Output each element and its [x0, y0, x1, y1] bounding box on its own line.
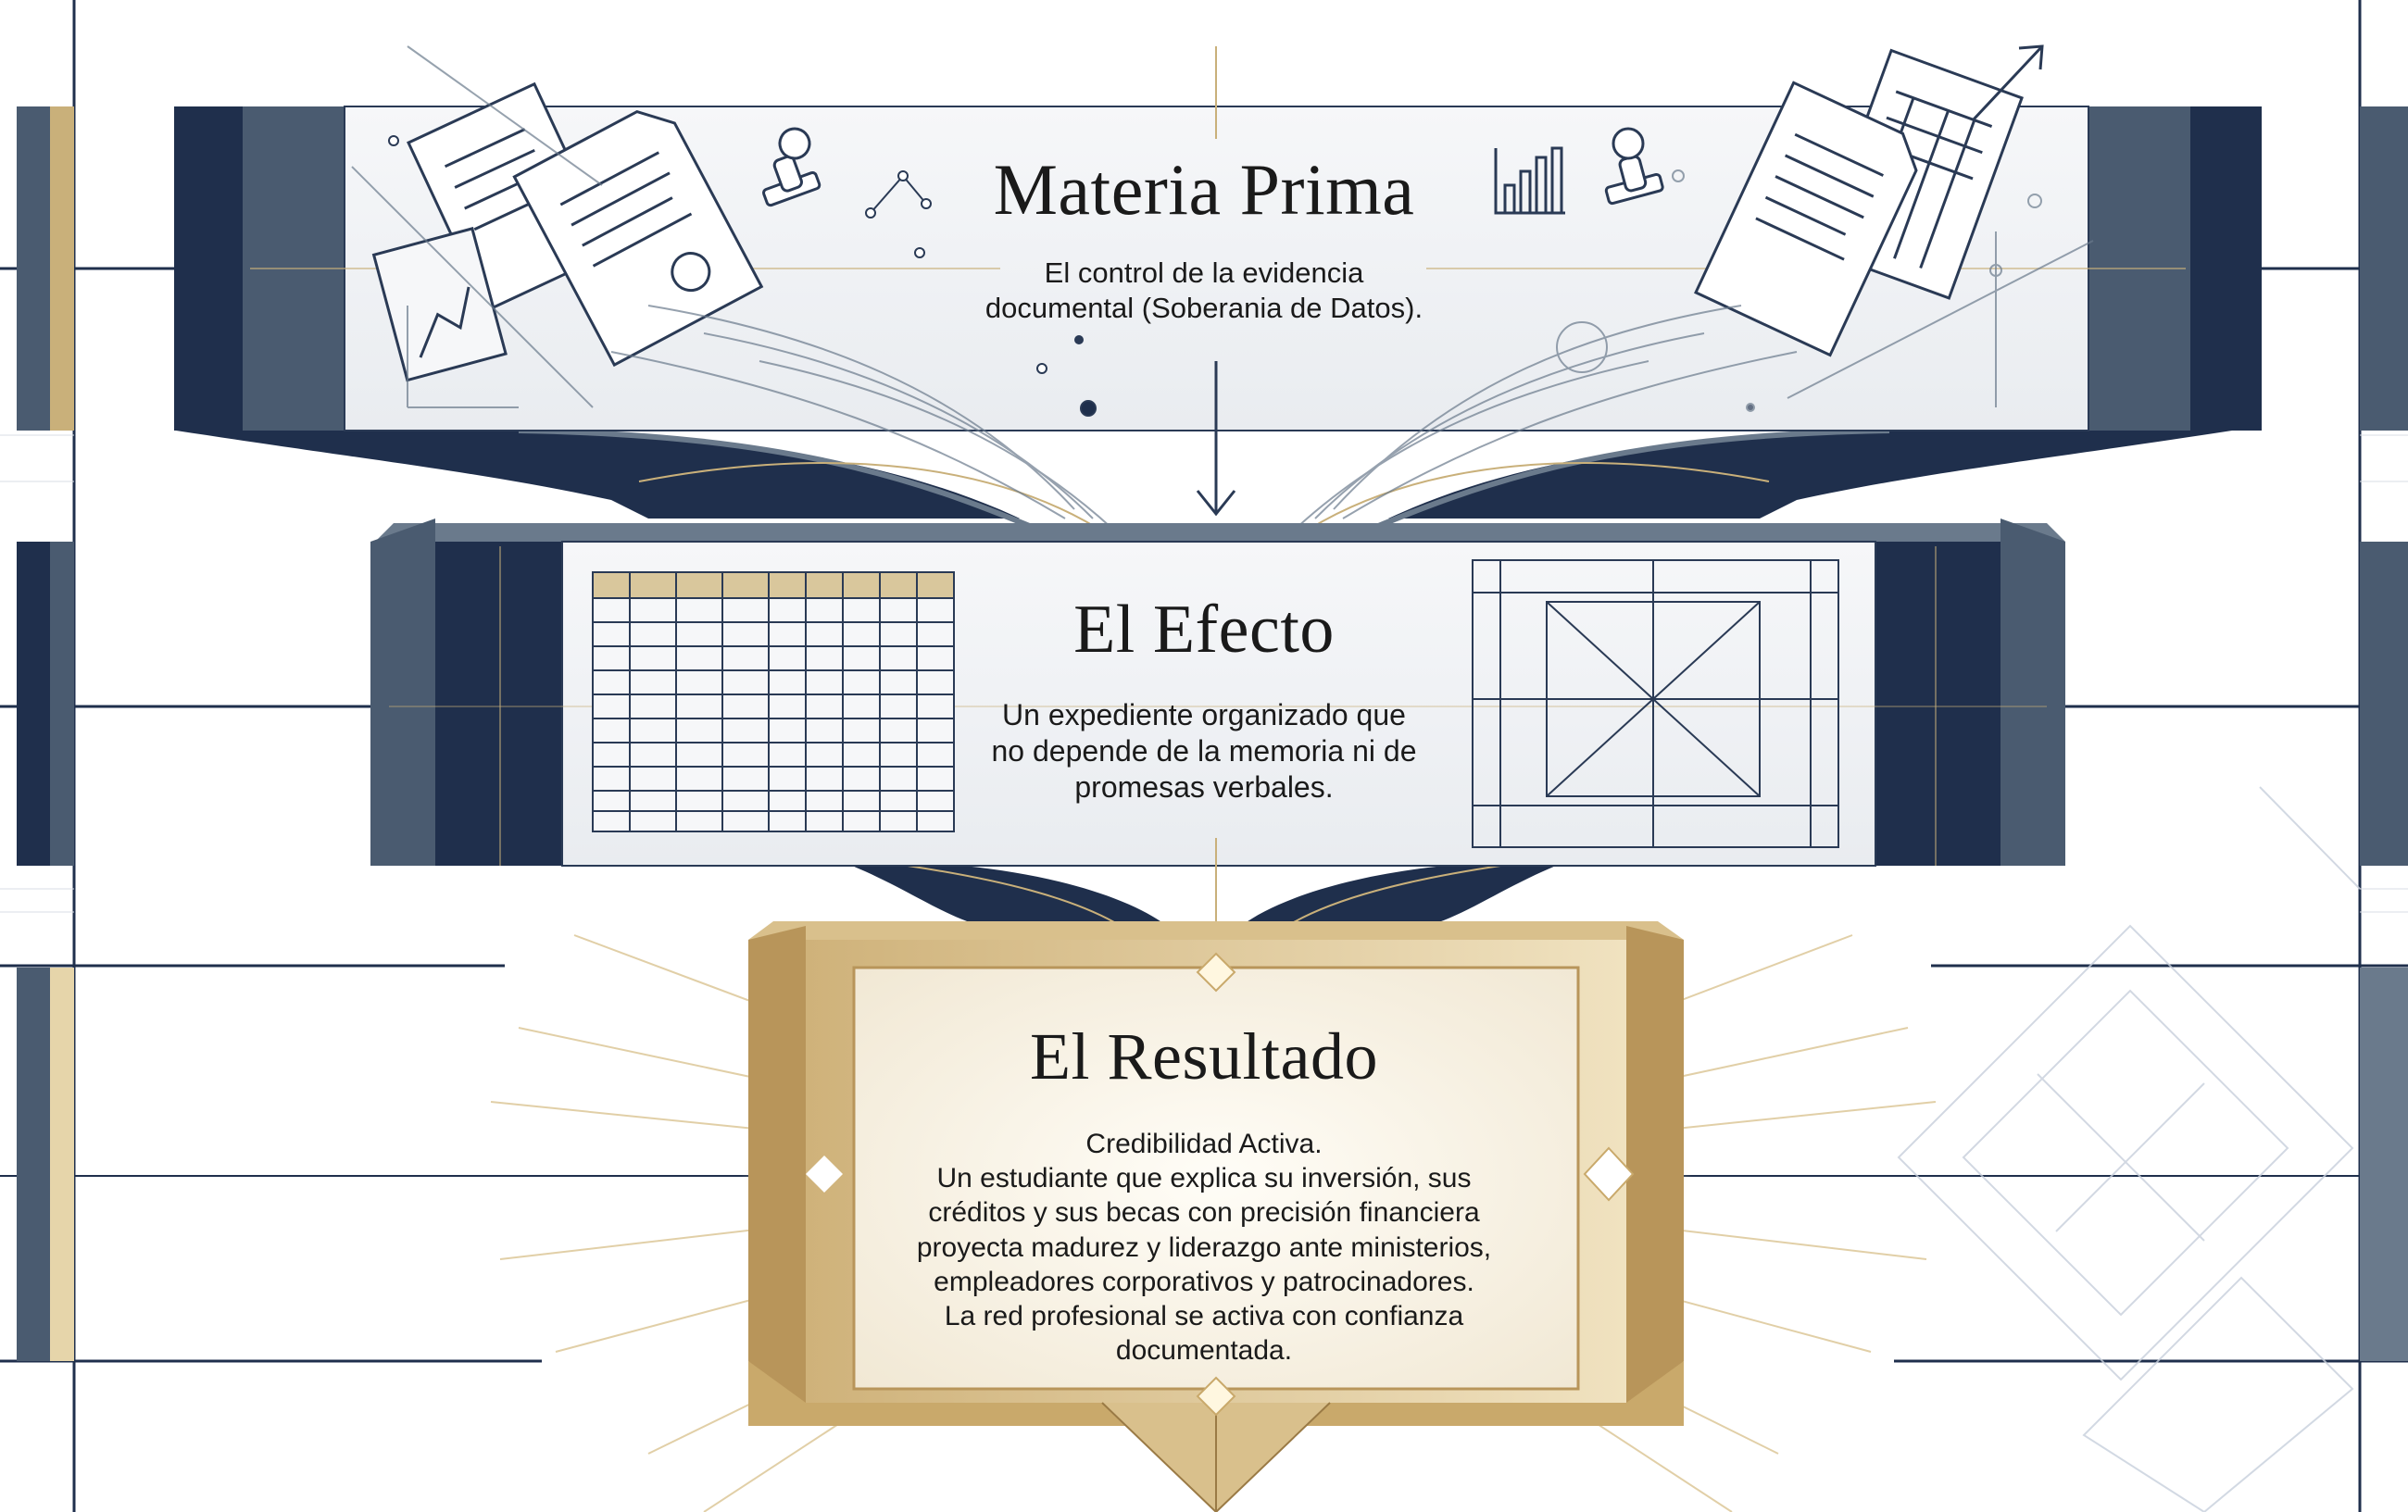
- stage-3-text: El Resultado Credibilidad Activa. Un est…: [861, 1018, 1547, 1368]
- stage-1-description: El control de la evidencia documental (S…: [926, 256, 1482, 326]
- background-grid: [0, 434, 2408, 913]
- stage-1-description-line: El control de la evidencia: [1044, 256, 1364, 289]
- funnel-connector-bottom: [852, 865, 1556, 927]
- stage-3-description-line: La red profesional se activa con confian…: [944, 1300, 1464, 1331]
- documents-left-icon: [371, 81, 764, 382]
- stage-1-title: Materia Prima: [993, 149, 1415, 230]
- stage-2-description-line: Un expediente organizado que: [1002, 698, 1406, 731]
- blueprint-sketch: [1897, 786, 2361, 1512]
- stage-3-title: El Resultado: [1030, 1019, 1378, 1093]
- trend-arrow-icon: [1971, 44, 2044, 122]
- spreadsheet-icon: [592, 571, 955, 832]
- sketch-lines-right: [1296, 169, 2094, 529]
- tier-el-resultado: [748, 921, 1684, 1512]
- stage-3-description: Credibilidad Activa. Un estudiante que e…: [861, 1127, 1547, 1368]
- stage-3-description-line: Credibilidad Activa.: [1085, 1129, 1323, 1159]
- stage-2-description-line: promesas verbales.: [1074, 770, 1334, 805]
- left-side-blocks: [17, 106, 74, 1361]
- blueprint-grid-icon: [1472, 559, 1839, 848]
- network-nodes-left: [388, 135, 1097, 417]
- right-side-blocks: [2360, 106, 2408, 1361]
- stage-3-description-line: Un estudiante que explica su inversión, …: [936, 1163, 1472, 1194]
- stage-3-description-line: documentada.: [1115, 1335, 1293, 1367]
- stamp-right-icon: [1604, 127, 1664, 206]
- stage-3-description-line: proyecta madurez y liderazgo ante minist…: [916, 1231, 1492, 1263]
- stage-1-text: Materia Prima El control de la evidencia…: [926, 148, 1482, 326]
- stage-3-description-line: empleadores corporativos y patrocinadore…: [934, 1266, 1474, 1297]
- stage-3-description-line: créditos y sus becas con precisión finan…: [928, 1197, 1480, 1229]
- stage-2-description-line: no depende de la memoria ni de: [991, 734, 1417, 768]
- stamp-left-icon: [762, 127, 821, 207]
- sketch-lines-left: [351, 45, 1112, 529]
- stage-2-description: Un expediente organizado que no depende …: [926, 697, 1482, 806]
- down-arrow-icon: [1196, 361, 1236, 517]
- bar-chart-icon: [1494, 146, 1565, 215]
- documents-right-icon: [1694, 48, 2024, 357]
- stage-2-title: El Efecto: [1073, 592, 1335, 668]
- funnel-connector-top: [176, 428, 2232, 540]
- stage-1-description-line: documental (Soberania de Datos).: [985, 291, 1423, 324]
- stage-2-text: El Efecto Un expediente organizado que n…: [926, 591, 1482, 806]
